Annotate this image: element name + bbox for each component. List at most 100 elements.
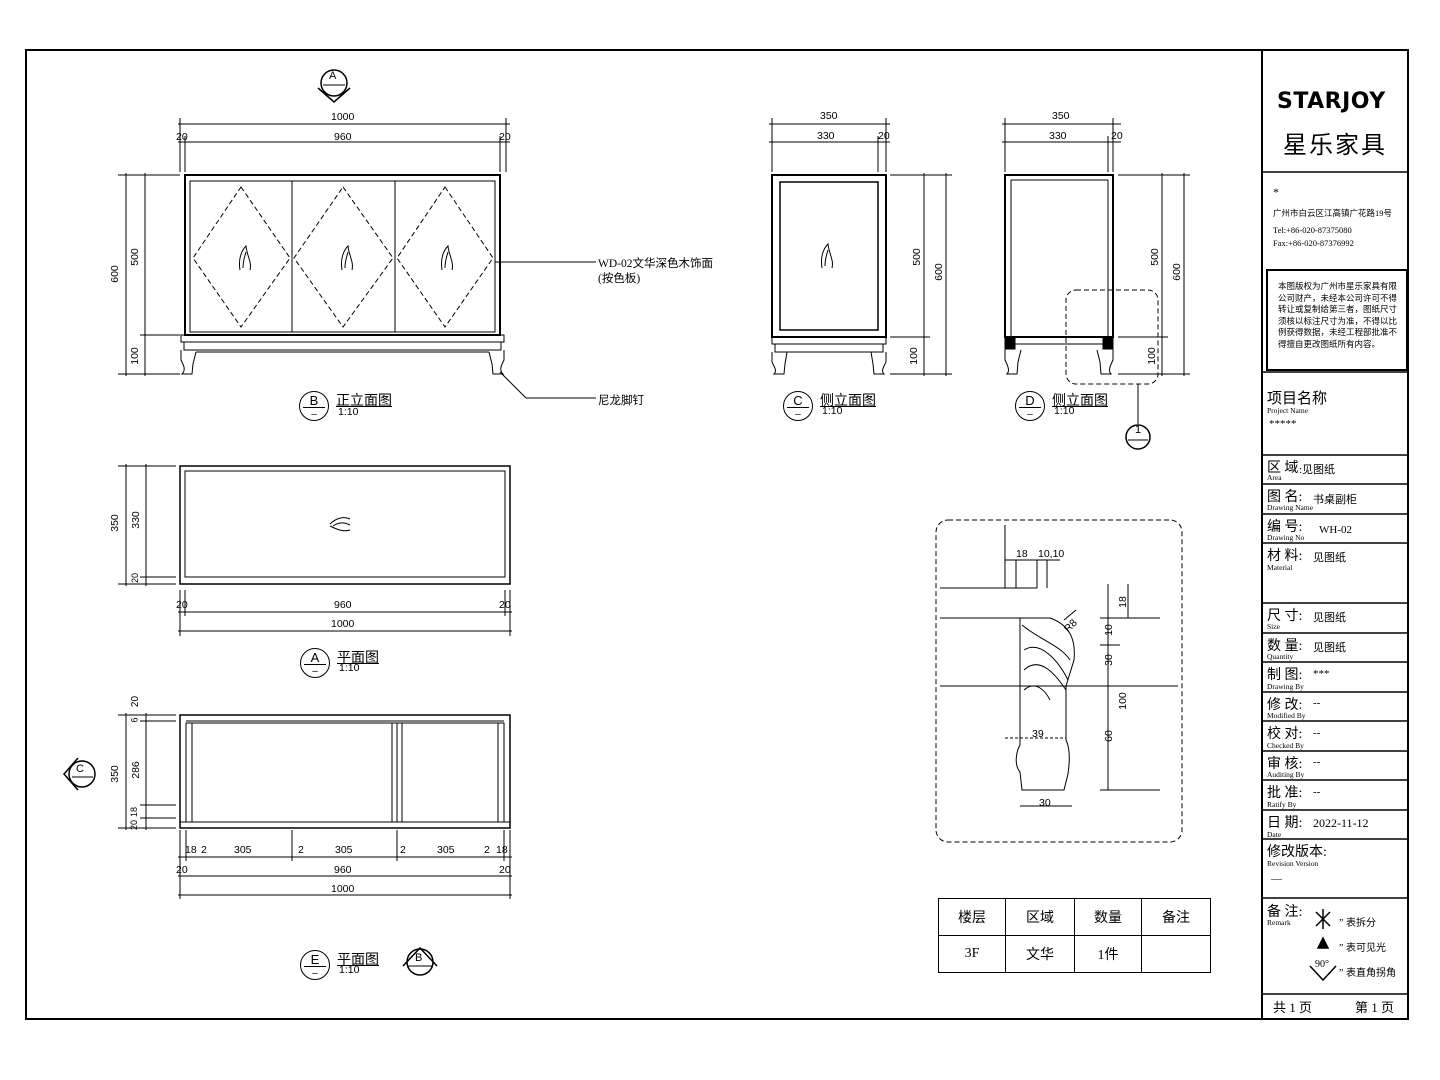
area-label-en: Area — [1267, 473, 1282, 482]
material-label-en: Material — [1267, 563, 1293, 572]
front-inner-width: 960 — [334, 131, 352, 143]
section-marker-b-letter: B — [415, 952, 423, 964]
brand-name-cn: 星乐家具 — [1283, 133, 1387, 159]
remark-visible: ” 表可见光 — [1339, 943, 1386, 954]
plan-a-view-scale: 1:10 — [339, 662, 360, 674]
section-marker-b — [402, 946, 438, 976]
ratify-label-en: Ratify By — [1267, 800, 1297, 809]
section-marker-a — [317, 69, 351, 103]
front-overall-height: 600 — [108, 265, 121, 283]
plan-e-d18: 18 — [129, 806, 140, 818]
side-elevation-d — [1002, 118, 1190, 450]
plan-e-seg-0: 18 — [185, 844, 197, 856]
remark-split: ” 表拆分 — [1339, 918, 1376, 929]
plan-e-seg-8: 18 — [496, 844, 508, 856]
spec-header-remark: 备注 — [1141, 898, 1211, 936]
size-label: 尺 寸: — [1267, 609, 1303, 624]
checked-label-en: Checked By — [1267, 741, 1304, 750]
side-d-view-title: 侧立面图 — [1052, 394, 1108, 409]
section-marker-c — [63, 757, 96, 791]
plan-e-overall-width: 1000 — [331, 883, 355, 895]
spec-table: 楼层 区域 数量 备注 3F 文华 1件 — [938, 898, 1211, 973]
quantity-label-en: Quantity — [1267, 652, 1294, 661]
spec-header-floor: 楼层 — [938, 898, 1006, 936]
detail-d18a: 18 — [1016, 548, 1028, 560]
plan-e-seg-4: 305 — [335, 844, 353, 856]
detail-d10a: 10,10 — [1038, 548, 1065, 560]
project-name-label: 项目名称 — [1267, 391, 1328, 407]
front-base-height: 100 — [128, 347, 141, 365]
modified-label: 修 改: — [1267, 698, 1303, 713]
quantity-value: 见图纸 — [1313, 642, 1346, 654]
brand-logo: STARJOY — [1277, 89, 1386, 114]
side-c-overall-width: 350 — [820, 110, 838, 122]
revision-label-en: Revision Version — [1267, 859, 1319, 868]
spec-cell-remark — [1141, 935, 1211, 973]
plan-a-edge: 20 — [130, 572, 141, 584]
plan-a-depth: 350 — [108, 514, 121, 532]
foot-pin-callout: 尼龙脚钉 — [598, 395, 644, 407]
auditing-label: 审 核: — [1267, 757, 1303, 772]
plan-e-overall: 350 — [108, 765, 121, 783]
plan-a-side-right: 20 — [499, 599, 511, 611]
view-bubble-a: A – — [300, 648, 330, 678]
plan-e-seg-2: 305 — [234, 844, 252, 856]
view-bubble-e-letter: E — [310, 952, 320, 967]
spec-header-quantity: 数量 — [1074, 898, 1142, 936]
section-marker-a-letter: A — [329, 70, 337, 82]
checked-label: 校 对: — [1267, 727, 1303, 742]
checked-value: -- — [1313, 727, 1321, 739]
size-value: 见图纸 — [1313, 612, 1346, 624]
front-side-right: 20 — [499, 131, 511, 143]
detail-d30b: 30 — [1039, 797, 1051, 809]
size-label-en: Size — [1267, 622, 1280, 631]
ratify-label: 批 准: — [1267, 786, 1303, 801]
title-block-lines — [1261, 171, 1409, 995]
drawing-name-value: 书桌副柜 — [1313, 494, 1357, 506]
view-bubble-d: D – — [1015, 391, 1045, 421]
front-side-left: 20 — [176, 131, 188, 143]
date-label-en: Date — [1267, 830, 1282, 839]
spec-table-row: 3F 文华 1件 — [938, 935, 1211, 973]
modified-label-en: Modified By — [1267, 711, 1306, 720]
side-d-overall-width: 350 — [1052, 110, 1070, 122]
drawing-by-label-en: Drawing By — [1267, 682, 1304, 691]
view-bubble-b-letter: B — [309, 393, 319, 408]
spec-cell-area: 文华 — [1005, 935, 1075, 973]
plan-e-view-scale: 1:10 — [339, 964, 360, 976]
plan-a-view-title: 平面图 — [337, 651, 379, 666]
page-current: 第 1 页 — [1355, 1000, 1395, 1015]
detail-1 — [935, 519, 1183, 843]
side-elevation-c — [769, 118, 952, 376]
copyright-notice: 本图版权为广州市星乐家具有限公司财产，未经本公司许可不得转让或复制给第三者，图纸… — [1266, 269, 1408, 371]
project-name-value: ***** — [1269, 418, 1297, 430]
section-marker-c-letter: C — [76, 763, 84, 775]
star-mark: * — [1273, 185, 1279, 199]
side-c-view-scale: 1:10 — [822, 405, 843, 417]
page-total: 共 1 页 — [1273, 1000, 1313, 1015]
side-c-base-height: 100 — [907, 347, 920, 365]
spec-cell-floor: 3F — [938, 935, 1006, 973]
side-d-inner-width: 330 — [1049, 130, 1067, 142]
plan-e-side-left: 20 — [176, 864, 188, 876]
side-d-view-scale: 1:10 — [1054, 405, 1075, 417]
revision-value: — — [1271, 873, 1282, 885]
drawing-no-value: WH-02 — [1319, 524, 1352, 536]
title-block: STARJOY 星乐家具 * 广州市白云区江高镇广花路19号 Tel:+86-0… — [1261, 49, 1409, 1020]
detail-callout-number: 1 — [1135, 424, 1142, 436]
plan-a-inner-depth: 330 — [129, 511, 142, 529]
plan-e-seg-5: 2 — [400, 844, 406, 856]
area-label: 区 域 — [1267, 461, 1299, 476]
side-c-view-title: 侧立面图 — [820, 394, 876, 409]
view-bubble-d-letter: D — [1025, 393, 1035, 408]
finish-callout-note: (按色板) — [598, 273, 641, 285]
auditing-value: -- — [1313, 756, 1321, 768]
side-d-base-height: 100 — [1145, 347, 1158, 365]
ratify-value: -- — [1313, 786, 1321, 798]
quantity-label: 数 量: — [1267, 639, 1303, 654]
front-body-height: 500 — [128, 248, 141, 266]
detail-d18b: 18 — [1116, 596, 1129, 608]
remark-right-angle: ” 表直角拐角 — [1339, 968, 1396, 979]
view-bubble-a-letter: A — [310, 650, 320, 665]
